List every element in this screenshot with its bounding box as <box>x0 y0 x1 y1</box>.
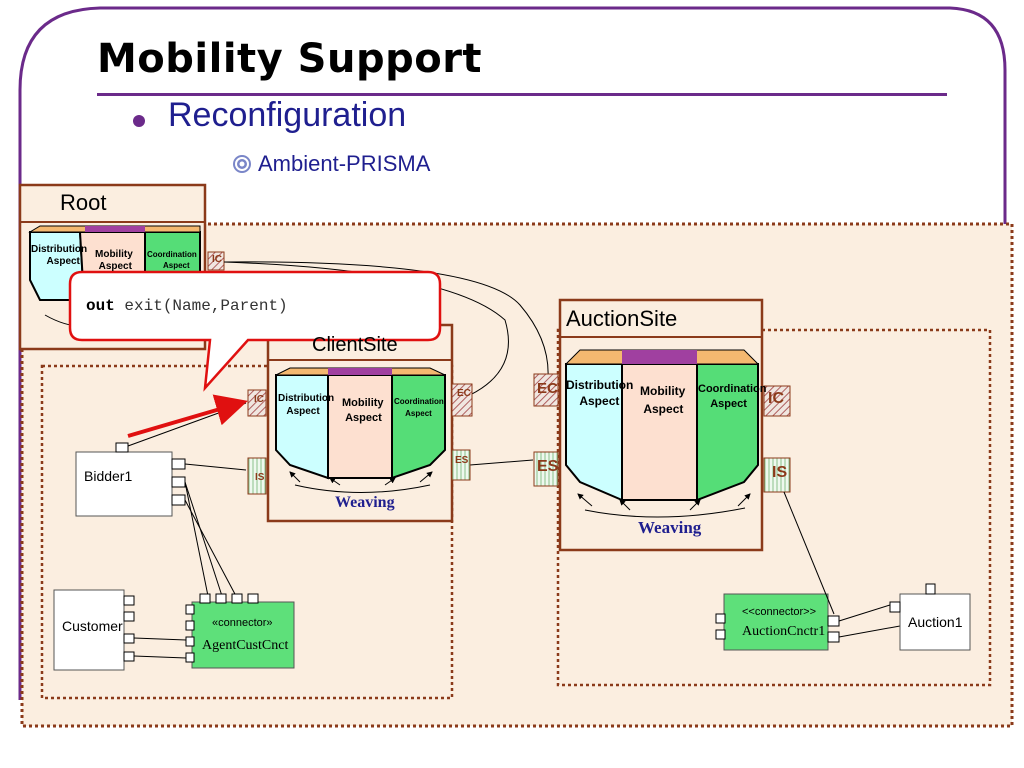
auction-coordination-label: Coordination Aspect <box>698 383 767 410</box>
client-ic-label: IC <box>254 394 264 405</box>
customer-label: Customer <box>62 618 123 634</box>
slide-title: Mobility Support <box>97 36 483 82</box>
auction-site-label: AuctionSite <box>566 306 678 331</box>
auction-is-port <box>763 457 791 493</box>
bullet-dot-icon <box>133 115 145 127</box>
agent-connector-stereotype: «connector» <box>212 617 273 629</box>
callout-keyword: out <box>86 297 115 315</box>
root-mobility-label: Mobility Aspect <box>95 249 133 272</box>
title-underline <box>97 93 947 96</box>
auction-is-label: IS <box>772 464 788 481</box>
auction-es-label: ES <box>537 458 559 475</box>
client-es-label: ES <box>455 455 469 466</box>
auction-ic-port <box>763 385 791 417</box>
auction-box <box>899 593 971 651</box>
bidder-label: Bidder1 <box>84 468 133 484</box>
root-label: Root <box>60 190 107 215</box>
client-is-port <box>247 457 267 495</box>
client-ec-label: EC <box>457 388 471 399</box>
client-weaving-label: Weaving <box>335 494 395 511</box>
client-coordination-label: Coordination Aspect <box>394 397 444 418</box>
client-is-label: IS <box>255 472 265 483</box>
client-es-port <box>451 449 471 481</box>
root-ic-label: IC <box>212 254 222 265</box>
root-ic-port <box>207 251 225 271</box>
auction-ic-label: IC <box>768 390 784 407</box>
bullet-text: Reconfiguration <box>168 96 407 134</box>
root-coordination-label: Coordination Aspect <box>147 250 197 270</box>
client-distribution-label: Distribution Aspect <box>278 393 335 417</box>
auction-connector-box <box>723 593 829 651</box>
auction-connector-name: AuctionCnctr1 <box>742 624 826 639</box>
customer-box <box>53 589 125 671</box>
client-ec-port <box>451 383 473 417</box>
auction-ec-label: EC <box>537 380 558 397</box>
client-mobility-label: Mobility Aspect <box>342 397 384 424</box>
auction-connector-stereotype: <<connector>> <box>742 606 817 618</box>
auction-mobility-label: Mobility Aspect <box>640 384 686 416</box>
sub-bullet-text: Ambient-PRISMA <box>258 151 431 176</box>
bidder-box <box>75 451 173 517</box>
auction-ec-port <box>533 373 559 407</box>
swirl-bullet-icon <box>233 155 251 173</box>
callout-code: out exit(Name,Parent) <box>86 297 288 315</box>
red-pointer-arrow <box>127 394 248 438</box>
auction-weaving-label: Weaving <box>638 518 702 537</box>
auction-es-port <box>533 451 559 487</box>
callout-bubble <box>68 270 442 392</box>
agent-connector-box <box>191 601 295 669</box>
callout-expression: exit(Name,Parent) <box>114 297 288 315</box>
auction-distribution-label: Distribution Aspect <box>566 378 634 408</box>
client-ic-port <box>247 389 267 417</box>
agent-connector-name: AgentCustCnct <box>202 638 289 653</box>
client-site-label: ClientSite <box>312 334 398 356</box>
root-distribution-label: Distribution Aspect <box>31 244 88 267</box>
auction-label: Auction1 <box>908 614 963 630</box>
